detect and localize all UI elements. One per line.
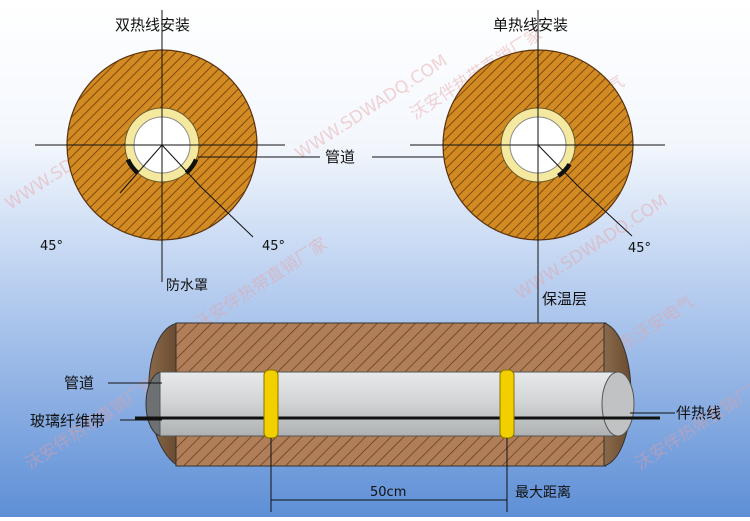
insulation-label: 保温层 bbox=[542, 290, 587, 308]
fiberglass-label: 玻璃纤维带 bbox=[30, 412, 105, 430]
angle-label-left: 45° bbox=[40, 239, 63, 254]
pipe-lower-label: 管道 bbox=[64, 374, 94, 392]
fiberglass-band bbox=[263, 369, 279, 439]
pipe-longitudinal-view bbox=[135, 322, 660, 467]
pipe-end-right bbox=[601, 371, 635, 437]
leader-line bbox=[200, 186, 254, 238]
title-single: 单热线安装 bbox=[493, 16, 568, 34]
heat-cable-right bbox=[556, 162, 572, 178]
double-cable-cross-section: 双热线安装 45° 45° 防水罩 bbox=[35, 10, 285, 294]
angle-label-right: 45° bbox=[628, 241, 651, 256]
angle-line bbox=[119, 144, 163, 194]
angle-line bbox=[161, 144, 202, 188]
heat-cable-left-b bbox=[184, 158, 199, 175]
max-distance-label: 最大距离 bbox=[515, 484, 571, 501]
leader-line bbox=[577, 185, 633, 237]
pipe-body bbox=[159, 371, 619, 437]
heat-trace-label: 伴热线 bbox=[676, 404, 721, 422]
waterproof-label: 防水罩 bbox=[166, 278, 208, 294]
angle-line bbox=[537, 144, 579, 187]
fiberglass-band bbox=[499, 369, 515, 439]
angle-label-mid: 45° bbox=[262, 239, 285, 254]
pipe-label: 管道 bbox=[325, 148, 355, 166]
title-double: 双热线安装 bbox=[115, 16, 190, 34]
single-cable-cross-section: 单热线安装 45° bbox=[410, 10, 665, 345]
spacing-label: 50cm bbox=[370, 485, 406, 500]
